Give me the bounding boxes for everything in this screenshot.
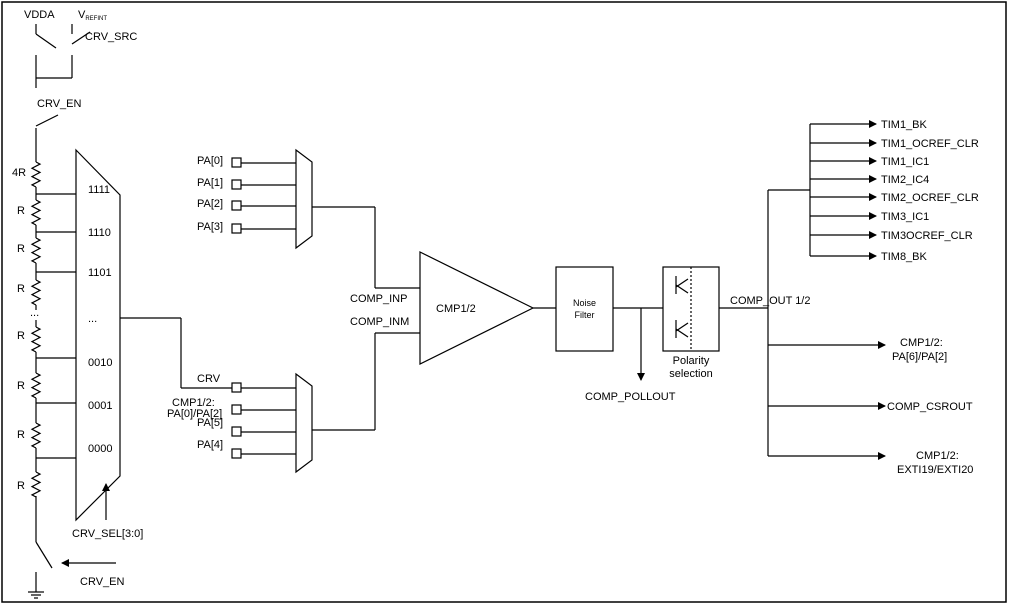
timer-output-label: TIM1_BK xyxy=(881,119,928,131)
resistor xyxy=(30,471,42,498)
crv-mux-code: 1111 xyxy=(88,184,110,196)
comp-inp-label: COMP_INP xyxy=(350,293,407,305)
exti-output-line1: CMP1/2: xyxy=(916,450,959,462)
crv-mux-code: 0001 xyxy=(88,400,112,412)
crv-en-switch xyxy=(35,114,59,127)
inm-mux: CRV PA[5] PA[4] CMP1/2: PA[0]/PA[2] COMP_I… xyxy=(167,316,420,474)
crv-mux-code: 0010 xyxy=(88,357,112,369)
noise-filter: Noise Filter COMP_POLLOUT xyxy=(555,266,676,403)
polarity-line2: selection xyxy=(669,368,712,380)
pa-output-line2: PA[6]/PA[2] xyxy=(892,351,947,363)
inp-input-pin xyxy=(231,157,242,168)
resistor-label: R xyxy=(17,205,25,217)
inm-input-label: CRV xyxy=(197,373,221,385)
exti-output-line2: EXTI19/EXTI20 xyxy=(897,464,973,476)
crv-mux-code: 1101 xyxy=(88,267,112,279)
timer-output-label: TIM8_BK xyxy=(881,251,928,263)
resistor-ladder: 4R R R R R R R R ... CRV_EN xyxy=(12,161,124,599)
vdda-label: VDDA xyxy=(24,9,55,21)
ground-switch xyxy=(35,541,53,569)
inm-input-label-pa0pa2: PA[0]/PA[2] xyxy=(167,408,222,420)
timer-output-label: TIM1_IC1 xyxy=(881,156,929,168)
resistor xyxy=(30,199,42,226)
inp-input-label: PA[2] xyxy=(197,198,223,210)
timer-output-label: TIM3OCREF_CLR xyxy=(881,230,973,242)
crv-en-top-label: CRV_EN xyxy=(37,98,81,110)
inm-input-label-cmp: CMP1/2: xyxy=(172,397,215,409)
resistor xyxy=(30,372,42,399)
inp-input-pin xyxy=(231,200,242,211)
inp-input-label: PA[0] xyxy=(197,155,223,167)
resistor xyxy=(30,422,42,449)
crv-sel-label: CRV_SEL[3:0] xyxy=(72,528,143,540)
inm-input-pin xyxy=(231,426,242,437)
inp-input-label: PA[1] xyxy=(197,177,223,189)
inp-input-pin xyxy=(231,179,242,190)
comparator-name: CMP1/2 xyxy=(436,303,476,315)
comparator: CMP1/2 xyxy=(419,251,556,365)
inm-input-label: PA[5] xyxy=(197,417,223,429)
noise-filter-line2: Filter xyxy=(575,310,595,320)
vrefint-switch xyxy=(71,31,91,45)
crv-mux-body xyxy=(75,148,121,522)
resistor-label: R xyxy=(17,330,25,342)
inm-mux-body xyxy=(295,372,313,474)
resistor xyxy=(30,326,42,353)
resistor-label: R xyxy=(17,243,25,255)
inp-input-label: PA[3] xyxy=(197,221,223,233)
polarity-selection: Polarity selection COMP_OUT 1/2 xyxy=(662,266,811,380)
resistor-label: R xyxy=(17,429,25,441)
resistor xyxy=(30,161,42,188)
inm-input-pin xyxy=(231,448,242,459)
csrout-label: COMP_CSROUT xyxy=(887,401,973,413)
crv-mux-code: ... xyxy=(88,313,97,325)
inm-input-pin xyxy=(231,404,242,415)
resistor-label: R xyxy=(17,283,25,295)
timer-output-label: TIM2_OCREF_CLR xyxy=(881,192,979,204)
timer-output-label: TIM2_IC4 xyxy=(881,174,929,186)
crv-en-bottom-label: CRV_EN xyxy=(80,576,124,588)
ladder-dots: ... xyxy=(30,307,39,319)
crv-mux: 1111 1110 1101... 0010 0001 0000 CRV_SEL[3:0] xyxy=(72,148,232,540)
timer-output-label: TIM3_IC1 xyxy=(881,211,929,223)
polarity-line1: Polarity xyxy=(673,355,710,367)
noise-filter-box xyxy=(555,266,614,352)
noise-filter-line1: Noise xyxy=(573,298,596,308)
pa-output-line1: CMP1/2: xyxy=(900,337,943,349)
comp-inm-label: COMP_INM xyxy=(350,316,409,328)
resistor xyxy=(30,237,42,264)
resistor xyxy=(30,279,42,306)
supply-section: VDDA VREFINT CRV_SRC CRV_EN xyxy=(24,9,137,162)
inp-mux-body xyxy=(295,148,313,250)
inm-input-label: PA[4] xyxy=(197,439,223,451)
crv-mux-code: 0000 xyxy=(88,443,112,455)
inp-mux: PA[0] PA[1] PA[2] PA[3] COMP_INP xyxy=(197,148,420,305)
pollout-label: COMP_POLLOUT xyxy=(585,391,676,403)
timer-output-label: TIM1_OCREF_CLR xyxy=(881,138,979,150)
vdda-switch xyxy=(35,33,57,49)
comparator-triangle xyxy=(419,251,535,365)
resistor-label: R xyxy=(17,380,25,392)
output-distribution: TIM1_BK TIM1_OCREF_CLR TIM1_IC1TIM2_IC4TIM… xyxy=(767,119,979,476)
resistor-label: R xyxy=(17,480,25,492)
inp-input-pin xyxy=(231,223,242,234)
crv-mux-code: 1110 xyxy=(88,227,111,239)
comp-out-label: COMP_OUT 1/2 xyxy=(730,295,811,307)
crv-src-label: CRV_SRC xyxy=(85,31,137,43)
vrefint-label: VREFINT xyxy=(78,9,107,22)
resistor-label: 4R xyxy=(12,167,26,179)
inm-input-pin xyxy=(231,382,242,393)
